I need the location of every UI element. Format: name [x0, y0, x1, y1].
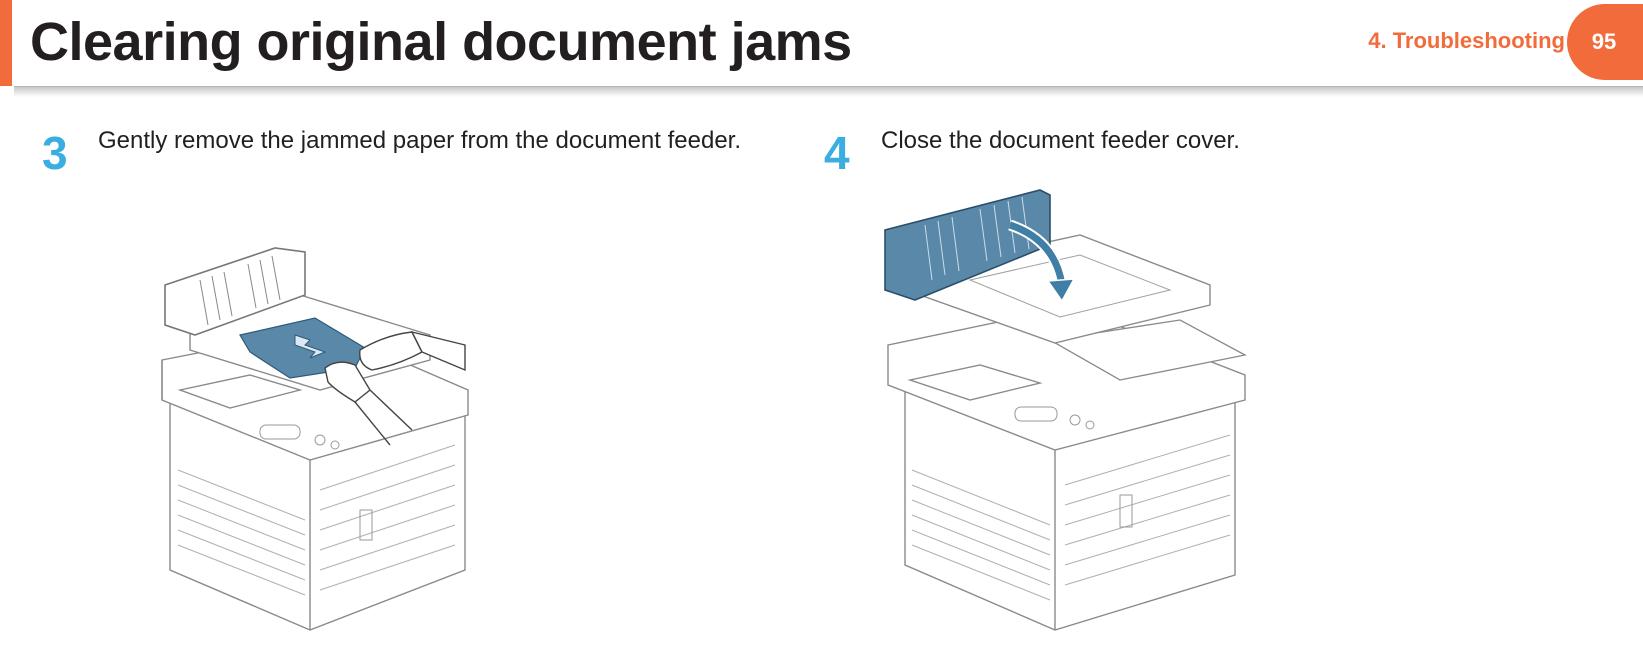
printer-remove-jam-illustration: [161, 247, 469, 631]
printer-close-cover-illustration: [884, 189, 1247, 631]
header-divider: [14, 86, 1643, 97]
header-accent-bar: [0, 0, 12, 86]
page-number-badge: 95: [1567, 4, 1643, 80]
step-text: Close the document feeder cover.: [881, 127, 1240, 154]
step-number: 3: [42, 127, 68, 179]
step-number: 4: [824, 127, 850, 179]
chapter-label: 4. Troubleshooting: [1368, 28, 1565, 53]
page-title: Clearing original document jams: [30, 12, 852, 72]
step-text: Gently remove the jammed paper from the …: [98, 127, 741, 154]
